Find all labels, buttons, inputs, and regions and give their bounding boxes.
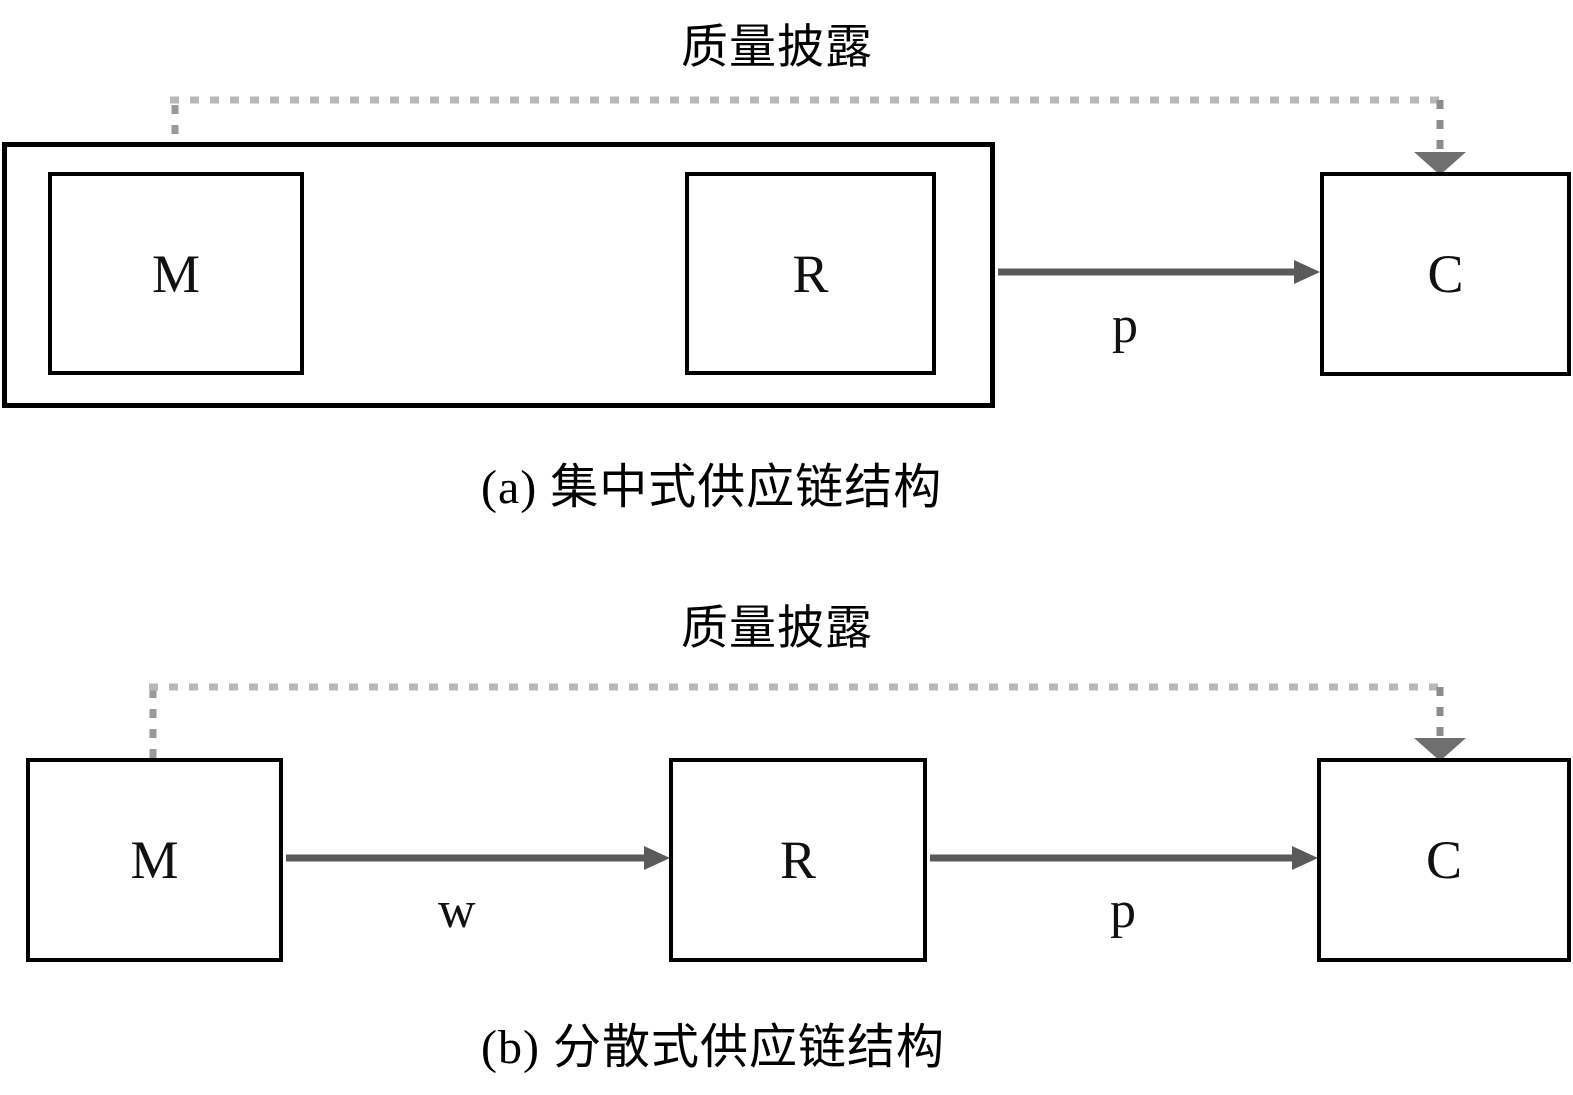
panel-a-node-consumer[interactable]: C	[1320, 172, 1571, 376]
panel-b-node-retailer[interactable]: R	[669, 758, 927, 962]
panel-a-node-retailer[interactable]: R	[685, 172, 936, 375]
panel-a-node-consumer-label: C	[1427, 244, 1464, 304]
panel-b-node-manufacturer-label: M	[130, 830, 179, 890]
panel-b-flow-arrow-r-to-c	[930, 846, 1318, 870]
panel-b-node-manufacturer[interactable]: M	[26, 758, 283, 962]
panel-a-node-retailer-label: R	[792, 243, 829, 304]
panel-b-flow-arrow-m-to-r	[286, 846, 670, 870]
panel-b-node-consumer[interactable]: C	[1317, 758, 1571, 962]
panel-a-title: 质量披露	[681, 22, 873, 74]
panel-a-flow-arrow-r-to-c	[998, 260, 1320, 284]
panel-b-edge-label-price: p	[1110, 882, 1136, 939]
panel-a-node-manufacturer[interactable]: M	[48, 172, 304, 375]
panel-b-title: 质量披露	[681, 603, 873, 655]
panel-b-node-consumer-label: C	[1425, 830, 1463, 890]
panel-a-edge-label-price: p	[1112, 297, 1138, 354]
panel-b-dashed-disclosure-edge	[149, 683, 1466, 761]
panel-a-node-manufacturer-label: M	[151, 243, 200, 304]
panel-b-caption: (b) 分散式供应链结构	[481, 1021, 945, 1074]
panel-a-caption: (a) 集中式供应链结构	[481, 461, 943, 514]
panel-b-node-retailer-label: R	[779, 830, 817, 890]
panel-b-edge-label-wholesale-price: w	[438, 882, 476, 939]
